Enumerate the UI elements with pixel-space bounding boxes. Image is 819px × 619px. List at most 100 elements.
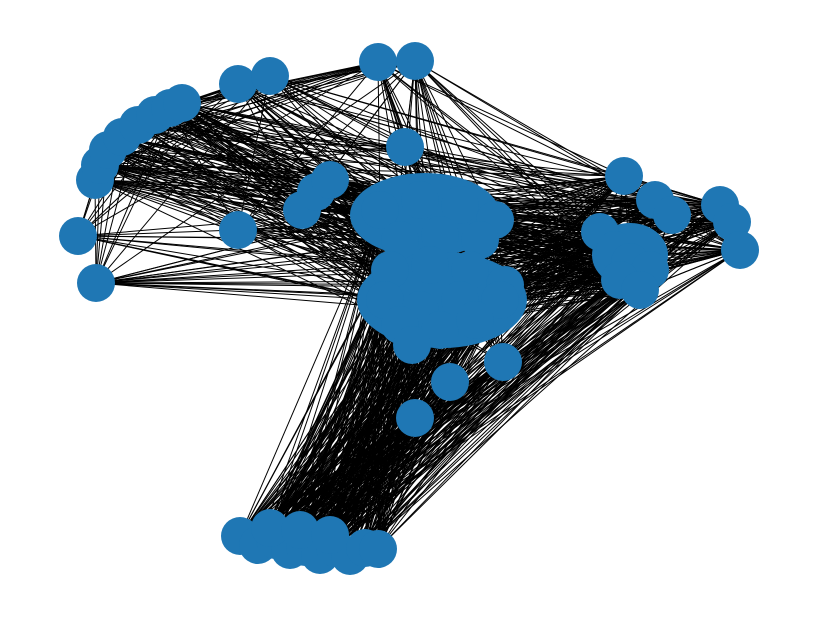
graph-edge: [257, 289, 641, 546]
graph-edge: [289, 329, 441, 551]
graph-node: [59, 217, 97, 255]
graph-edge: [95, 75, 271, 284]
graph-edge: [107, 60, 416, 151]
graph-edge: [269, 417, 416, 529]
graph-edge: [239, 344, 413, 537]
graph-edge: [121, 136, 406, 148]
graph-edge: [137, 124, 317, 193]
graph-edge: [274, 279, 621, 541]
graph-edge: [269, 75, 406, 148]
graph-node: [401, 181, 439, 219]
graph-node: [456, 301, 494, 339]
graph-edge: [239, 209, 381, 537]
graph-node: [359, 530, 397, 568]
graph-edge: [77, 61, 379, 237]
graph-edge: [269, 269, 651, 529]
graph-edge: [269, 324, 401, 529]
graph-node: [721, 231, 759, 269]
graph-edge: [329, 361, 504, 536]
graph-edge: [377, 344, 413, 550]
graph-edge: [257, 249, 741, 546]
graph-node: [653, 196, 691, 234]
graph-node: [484, 343, 522, 381]
graph-edge: [289, 269, 651, 551]
graph-edge: [107, 149, 239, 231]
graph-edge: [257, 299, 386, 546]
graph-edge: [269, 344, 413, 529]
graph-edge: [239, 175, 625, 537]
graph-node: [621, 271, 659, 309]
graph-edge: [364, 279, 621, 549]
graph-node: [411, 246, 449, 284]
graph-edge: [94, 61, 379, 181]
graph-edge: [289, 261, 631, 551]
graph-node: [396, 399, 434, 437]
graph-edge: [377, 417, 416, 550]
graph-edge: [99, 61, 379, 166]
graph-edge: [364, 221, 733, 549]
graph-node: [396, 42, 434, 80]
graph-node: [421, 311, 459, 349]
graph-edge: [319, 269, 651, 556]
graph-node: [359, 43, 397, 81]
graph-edge: [239, 324, 401, 537]
graph-edge: [349, 381, 451, 557]
graph-node: [451, 251, 489, 289]
graph-edge: [237, 83, 303, 211]
graph-edge: [349, 361, 504, 557]
graph-node: [163, 84, 201, 122]
graph-edge: [95, 282, 386, 301]
graph-edge: [377, 61, 625, 177]
graph-node: [431, 363, 469, 401]
graph-edge: [334, 269, 651, 549]
graph-edge: [274, 289, 641, 541]
graph-edge: [181, 102, 303, 211]
graph-edge: [364, 417, 416, 549]
graph-node: [421, 216, 459, 254]
graph-edge: [304, 269, 651, 548]
graph-edge: [169, 107, 673, 216]
graph-edge: [269, 75, 721, 206]
node-layer: [59, 42, 759, 575]
graph-node: [361, 191, 399, 229]
graph-edge: [364, 361, 504, 549]
graph-edge: [99, 60, 416, 166]
graph-edge: [377, 289, 641, 550]
graph-node: [386, 128, 424, 166]
graph-edge: [99, 164, 303, 211]
graph-edge: [377, 361, 504, 550]
graph-edge: [99, 164, 317, 193]
graph-edge: [239, 231, 601, 537]
graph-edge: [269, 175, 625, 529]
graph-edge: [349, 249, 616, 557]
graph-edge: [469, 175, 625, 271]
graph-node: [393, 326, 431, 364]
graph-node: [281, 511, 319, 549]
graph-edge: [364, 289, 641, 549]
graph-edge: [237, 61, 379, 231]
graph-node: [441, 186, 479, 224]
graph-edge: [154, 114, 303, 211]
graph-node: [219, 211, 257, 249]
graph-node: [371, 251, 409, 289]
graph-edge: [257, 231, 601, 546]
graph-node: [77, 264, 115, 302]
graph-edge: [77, 83, 239, 237]
graph-edge: [95, 107, 171, 284]
graph-edge: [304, 361, 504, 548]
graph-edge: [154, 114, 331, 181]
graph-edge: [299, 361, 504, 531]
graph-node: [219, 65, 257, 103]
graph-node: [251, 57, 289, 95]
graph-edge: [237, 75, 271, 231]
graph-node: [251, 509, 289, 547]
graph-edge: [137, 124, 386, 301]
graph-edge: [299, 417, 416, 531]
graph-node: [461, 221, 499, 259]
graph-edge: [377, 381, 451, 550]
graph-edge: [154, 114, 673, 216]
graph-edge: [329, 417, 416, 536]
graph-node: [311, 516, 349, 554]
graph-node: [381, 221, 419, 259]
